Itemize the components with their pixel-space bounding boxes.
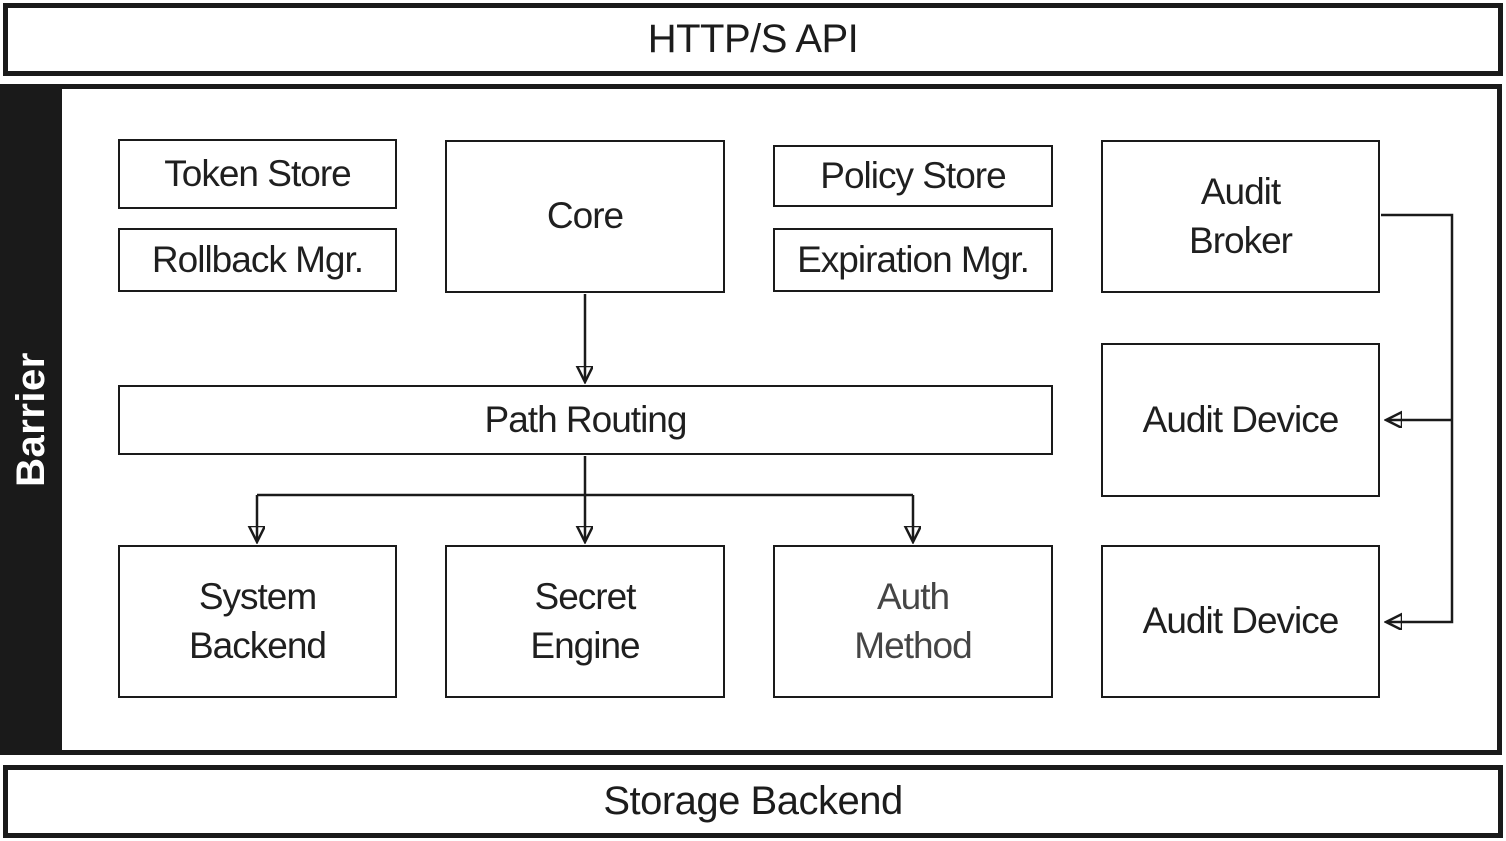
system-backend-label: System Backend [189, 575, 327, 666]
audit-broker-box: Audit Broker [1101, 140, 1380, 293]
http-api-banner: HTTP/S API [3, 3, 1503, 76]
path-routing-box: Path Routing [118, 385, 1053, 455]
barrier-label: Barrier [8, 352, 53, 487]
secret-engine-label: Secret Engine [530, 575, 640, 666]
audit-device-top-label: Audit Device [1142, 398, 1340, 440]
audit-device-top-box: Audit Device [1101, 343, 1380, 497]
auth-method-label: Auth Method [854, 575, 972, 666]
token-store-label: Token Store [164, 152, 351, 194]
audit-device-bottom-label: Audit Device [1142, 600, 1340, 642]
path-routing-label: Path Routing [484, 398, 688, 440]
storage-backend-label: Storage Backend [603, 779, 903, 823]
core-box: Core [445, 140, 725, 293]
rollback-mgr-label: Rollback Mgr. [151, 238, 364, 280]
rollback-mgr-box: Rollback Mgr. [118, 228, 397, 292]
audit-broker-label: Audit Broker [1189, 170, 1293, 261]
expiration-mgr-box: Expiration Mgr. [773, 228, 1053, 292]
auth-method-box: Auth Method [773, 545, 1053, 698]
core-label: Core [546, 195, 624, 237]
secret-engine-box: Secret Engine [445, 545, 725, 698]
token-store-box: Token Store [118, 139, 397, 209]
http-api-label: HTTP/S API [647, 17, 859, 61]
barrier-bar: Barrier [0, 84, 62, 755]
storage-backend-banner: Storage Backend [3, 765, 1503, 838]
expiration-mgr-label: Expiration Mgr. [797, 238, 1030, 280]
audit-device-bottom-box: Audit Device [1101, 545, 1380, 698]
policy-store-box: Policy Store [773, 145, 1053, 207]
system-backend-box: System Backend [118, 545, 397, 698]
policy-store-label: Policy Store [820, 154, 1006, 196]
